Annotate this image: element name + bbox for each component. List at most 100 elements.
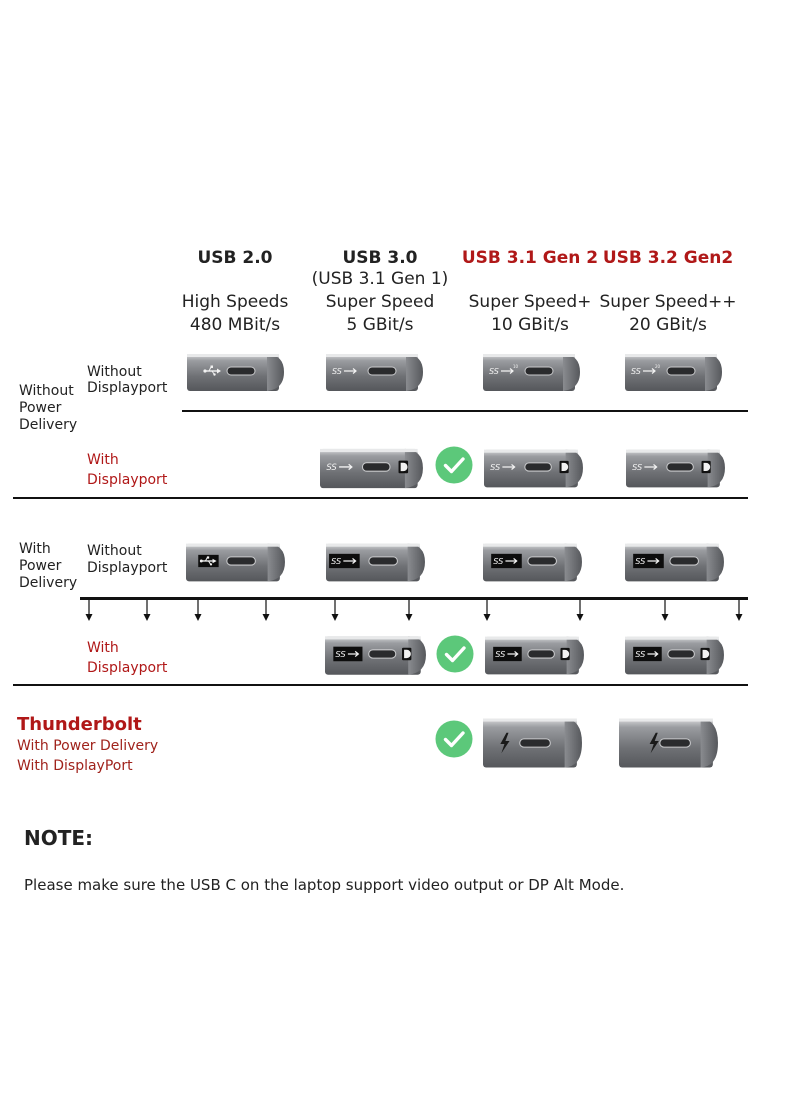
label-line: With <box>87 452 119 468</box>
displayport-icon <box>701 460 711 474</box>
port-usb2-plain <box>187 351 285 393</box>
column-title: USB 3.1 Gen 2 <box>461 248 599 268</box>
column-speed-name: Super Speed <box>325 292 435 312</box>
column-speed-value: 480 MBit/s <box>189 315 281 335</box>
down-arrow-icon <box>142 600 152 622</box>
subrow-label-without-dp-2: Without Displayport <box>87 543 167 577</box>
divider-line <box>80 597 748 600</box>
down-arrow-icon <box>261 600 271 622</box>
svg-text:SS: SS <box>495 649 505 659</box>
label-line: Delivery <box>19 417 78 433</box>
label-line: With <box>19 541 51 557</box>
check-circle-icon <box>435 446 473 484</box>
svg-text:SS: SS <box>489 367 499 376</box>
thunderbolt-line2: With DisplayPort <box>17 758 133 774</box>
svg-text:SS: SS <box>635 556 645 566</box>
label-line: Without <box>87 364 142 380</box>
port-usb32gen2-dp: SS <box>626 445 726 491</box>
column-title: USB 3.0 <box>342 248 418 268</box>
column-subtitle <box>175 268 295 291</box>
column-usb31-gen2: USB 3.1 Gen 2 Super Speed+ 10 GBit/s <box>460 248 600 337</box>
column-usb3: USB 3.0 (USB 3.1 Gen 1) Super Speed 5 GB… <box>310 248 450 337</box>
displayport-icon <box>398 460 409 474</box>
divider-line <box>13 684 748 686</box>
port-usb31gen2-plain: SS 10 <box>483 351 581 393</box>
column-speed-value: 5 GBit/s <box>346 315 414 335</box>
check-circle-icon <box>436 635 474 673</box>
column-subtitle <box>598 268 738 291</box>
port-usb2-pd <box>186 539 286 585</box>
thunderbolt-label: Thunderbolt With Power Delivery With Dis… <box>17 714 158 776</box>
port-usb3-pd: SS <box>326 539 426 585</box>
svg-text:10: 10 <box>513 364 519 369</box>
displayport-icon <box>559 460 569 474</box>
column-subtitle: (USB 3.1 Gen 1) <box>311 269 449 289</box>
label-line: With <box>87 640 119 656</box>
column-usb32-gen2: USB 3.2 Gen2 Super Speed++ 20 GBit/s <box>598 248 738 337</box>
superspeed-10-icon: SS <box>635 556 660 566</box>
thunderbolt-icon <box>500 732 510 754</box>
label-line: Delivery <box>19 575 78 591</box>
svg-text:SS: SS <box>335 649 346 659</box>
column-speed-name: Super Speed+ <box>468 292 592 312</box>
usb-trident-icon <box>203 365 221 376</box>
down-arrow-icon <box>84 600 94 622</box>
superspeed-10-icon: SS <box>635 649 659 659</box>
usb-trident-icon <box>199 556 217 566</box>
superspeed-icon: SS <box>335 649 360 659</box>
subrow-label-with-dp-1: With Displayport <box>87 450 167 490</box>
port-usb3-pd-dp: SS <box>325 632 427 678</box>
port-thunderbolt-1 <box>483 716 583 770</box>
label-line: Without <box>87 543 142 559</box>
displayport-icon <box>700 647 710 661</box>
note-text: Please make sure the USB C on the laptop… <box>24 876 625 894</box>
superspeed-10-icon: SS <box>495 649 519 659</box>
label-line: Displayport <box>87 472 168 488</box>
port-usb32gen2-pd-dp: SS <box>625 632 725 678</box>
column-title: USB 3.2 Gen2 <box>602 248 734 268</box>
superspeed-10-icon: SS <box>493 556 518 566</box>
port-usb3-plain: SS <box>326 351 424 393</box>
superspeed-10-icon: SS 20 <box>631 364 661 376</box>
svg-text:SS: SS <box>493 556 503 566</box>
label-line: Displayport <box>87 380 168 396</box>
subrow-label-without-dp-1: Without Displayport <box>87 364 167 396</box>
column-title: USB 2.0 <box>197 248 273 268</box>
column-speed-value: 10 GBit/s <box>491 315 569 335</box>
superspeed-icon: SS <box>326 462 353 472</box>
down-arrow-icon <box>404 600 414 622</box>
down-arrow-icon <box>193 600 203 622</box>
column-subtitle <box>460 268 600 291</box>
label-line: Power <box>19 558 62 574</box>
column-usb2: USB 2.0 High Speeds 480 MBit/s <box>175 248 295 337</box>
thunderbolt-line1: With Power Delivery <box>17 738 159 754</box>
check-circle-icon <box>435 720 473 758</box>
superspeed-icon: SS <box>331 556 357 566</box>
divider-line <box>13 497 748 499</box>
port-usb31gen2-pd-dp: SS <box>485 632 585 678</box>
svg-text:SS: SS <box>490 462 500 472</box>
port-usb32gen2-pd: SS <box>625 539 725 585</box>
displayport-icon <box>560 647 570 661</box>
column-speed-name: Super Speed++ <box>599 292 737 312</box>
svg-text:SS: SS <box>631 367 641 376</box>
label-line: Displayport <box>87 660 168 676</box>
thunderbolt-icon <box>649 732 659 754</box>
port-usb32gen2-plain: SS 20 <box>625 351 723 393</box>
group-label-without-pd: Without Power Delivery <box>19 383 77 434</box>
displayport-icon <box>402 647 412 661</box>
svg-text:20: 20 <box>655 364 661 369</box>
note-title: NOTE: <box>24 826 94 850</box>
svg-text:SS: SS <box>326 462 337 472</box>
label-line: Power <box>19 400 62 416</box>
group-label-with-pd: With Power Delivery <box>19 541 77 592</box>
label-line: Displayport <box>87 560 168 576</box>
label-line: Without <box>19 383 74 399</box>
down-arrow-icon <box>482 600 492 622</box>
down-arrow-icon <box>575 600 585 622</box>
down-arrow-icon <box>660 600 670 622</box>
superspeed-10-icon: SS 10 <box>489 364 519 376</box>
subrow-label-with-dp-2: With Displayport <box>87 638 167 678</box>
svg-text:SS: SS <box>331 556 341 566</box>
svg-text:SS: SS <box>635 649 645 659</box>
